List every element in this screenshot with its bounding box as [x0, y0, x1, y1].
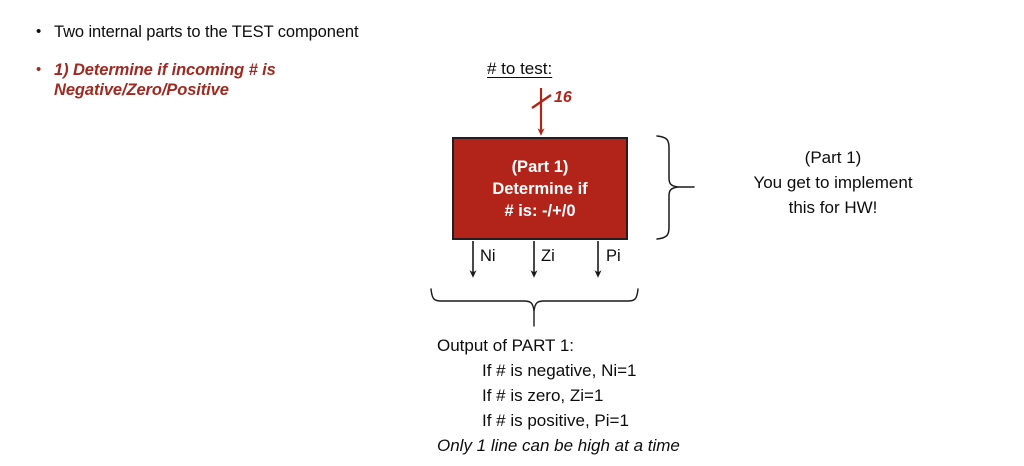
bullet-list: • Two internal parts to the TEST compone…: [36, 22, 366, 118]
output-annotation-line3: If # is positive, Pi=1: [482, 411, 629, 430]
bullet-text: 1) Determine if incoming # is Negative/Z…: [54, 61, 276, 99]
output-label-zi: Zi: [541, 247, 555, 265]
side-annotation: (Part 1) You get to implement this for H…: [703, 145, 963, 220]
part1-block-line3: # is: -/+/0: [504, 201, 576, 220]
output-annotation-line2: If # is zero, Zi=1: [482, 386, 604, 405]
output-label-ni: Ni: [480, 247, 496, 265]
part1-block-line2: Determine if: [492, 179, 588, 198]
output-annotation-line4: Only 1 line can be high at a time: [437, 436, 680, 455]
output-annotation: Output of PART 1: If # is negative, Ni=1…: [437, 333, 680, 458]
side-annotation-line3: this for HW!: [788, 198, 878, 217]
bus-width-label: 16: [554, 89, 572, 106]
bullet-marker-icon: •: [36, 61, 42, 78]
input-bus-arrow: [531, 88, 552, 136]
side-annotation-line2: You get to implement: [753, 173, 913, 192]
side-annotation-line1: (Part 1): [804, 148, 862, 167]
part1-block: (Part 1) Determine if # is: -/+/0: [452, 137, 628, 240]
list-item: • 1) Determine if incoming # is Negative…: [36, 60, 366, 100]
part1-block-line1: (Part 1): [511, 157, 569, 176]
output-label-pi: Pi: [606, 247, 621, 265]
list-item: • Two internal parts to the TEST compone…: [36, 22, 366, 42]
bullet-marker-icon: •: [36, 23, 42, 40]
right-brace-icon: [656, 135, 695, 240]
bullet-text: Two internal parts to the TEST component: [54, 23, 359, 41]
bottom-brace-icon: [430, 288, 639, 327]
output-annotation-line1: If # is negative, Ni=1: [482, 361, 637, 380]
output-annotation-heading: Output of PART 1:: [437, 336, 575, 355]
input-signal-label: # to test:: [487, 59, 553, 78]
